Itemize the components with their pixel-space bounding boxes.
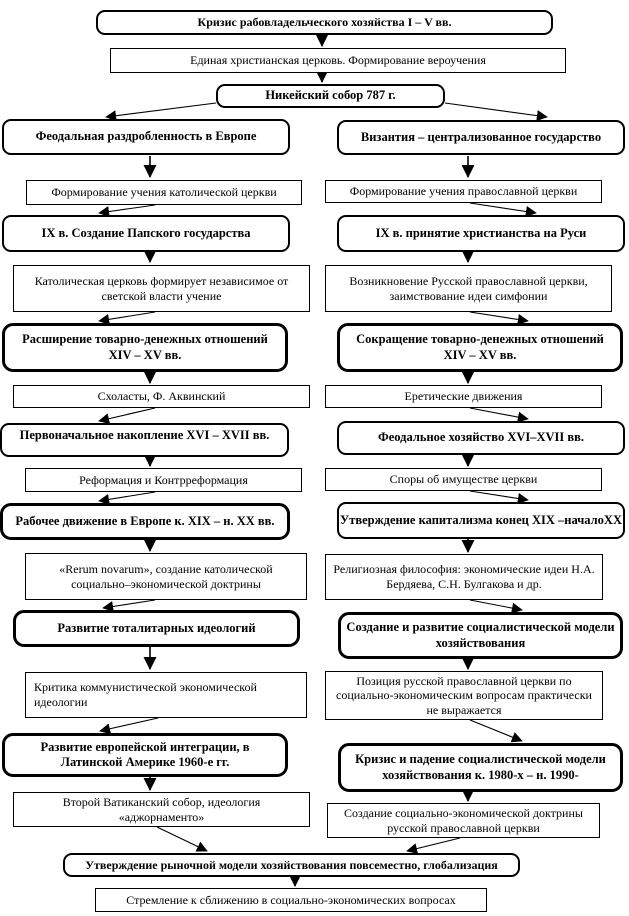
arrow-l6-l7	[98, 407, 156, 425]
flow-node-russian-church-origin: Возникновение Русской православной церкв…	[325, 265, 612, 312]
flow-node-capitalism-establishment: Утверждение капитализма конец XIX –начал…	[337, 502, 625, 539]
flow-node-labor-movement: Рабочее движение в Европе к. XIX – н. XX…	[0, 503, 290, 540]
flow-node-papal-state: IX в. Создание Папского государства	[2, 215, 290, 252]
flow-node-orthodox-social-doctrine: Создание социально-экономической доктрин…	[327, 803, 600, 838]
flow-node-crisis-slavery: Кризис рабовладельческого хозяйства I – …	[96, 10, 553, 35]
flow-node-feudal-economy: Феодальное хозяйство XVI–XVII вв.	[337, 421, 625, 455]
flow-node-european-integration: Развитие европейской интеграции, в Латин…	[2, 733, 288, 777]
flow-node-heretical-movements: Еретические движения	[325, 385, 602, 408]
flow-node-convergence-aspiration: Стремление к сближению в социально-эконо…	[95, 888, 487, 912]
flow-node-totalitarian-ideologies: Развитие тоталитарных идеологий	[13, 610, 300, 647]
arrow-l10-l11	[102, 599, 156, 612]
arrow-r14-b1	[406, 837, 461, 854]
arrow-r4-r5	[469, 311, 529, 325]
arrow-l14-b1	[156, 826, 208, 852]
arrow-l2-l3	[98, 204, 156, 218]
flow-node-byzantium-centralized: Византия – централизованное государство	[337, 120, 625, 155]
arrow-branch-right	[444, 102, 548, 122]
flow-node-commodity-expansion: Расширение товарно-денежных отношений XI…	[2, 323, 288, 372]
flow-node-socialist-model-fall: Кризис и падение социалистической модели…	[338, 743, 623, 792]
flow-node-scholastics: Схоласты, Ф. Аквинский	[13, 385, 310, 408]
arrow-r12-r13	[469, 719, 523, 743]
arrow-r10-r11	[469, 599, 523, 614]
flow-node-primitive-accumulation: Первоначальное накопление XVI – XVII вв.	[0, 423, 289, 457]
arrow-l8-l9	[98, 491, 156, 505]
flow-node-market-model-globalization: Утверждение рыночной модели хозяйствован…	[63, 853, 520, 877]
arrow-r6-r7	[469, 407, 529, 423]
flow-node-orthodox-doctrine-form: Формирование учения православной церкви	[325, 180, 602, 203]
flow-node-communism-critique: Критика коммунистической экономической и…	[25, 672, 307, 718]
flow-node-feudal-fragmentation: Феодальная раздробленность в Европе	[2, 119, 290, 155]
flow-node-commodity-reduction: Сокращение товарно-денежных отношений XI…	[337, 323, 623, 372]
arrow-l4-l5	[98, 311, 156, 325]
flow-node-religious-philosophy: Религиозная философия: экономические иде…	[325, 554, 603, 600]
flow-node-reformation: Реформация и Контрреформация	[25, 468, 302, 492]
flow-node-vatican-ii: Второй Ватиканский собор, идеология «адж…	[13, 792, 310, 827]
flow-node-church-property-disputes: Споры об имуществе церкви	[325, 468, 602, 491]
arrow-r2-r3	[469, 202, 537, 217]
flow-node-socialist-model: Создание и развитие социалистической мод…	[338, 612, 623, 659]
flow-node-church-independent: Католическая церковь формирует независим…	[13, 265, 310, 312]
flow-node-church-position-absent: Позиция русской православной церкви по с…	[325, 671, 603, 720]
flow-node-rerum-novarum: «Rerum novarum», создание католической с…	[25, 553, 307, 600]
arrow-l12-l13	[99, 717, 159, 735]
flow-node-nicaea-council: Никейский собор 787 г.	[216, 84, 445, 108]
flow-node-christianization-rus: IX в. принятие христианства на Руси	[337, 215, 625, 252]
arrow-r8-r9	[469, 490, 529, 504]
arrow-branch-left	[105, 102, 217, 122]
flow-node-catholic-doctrine-form: Формирование учения католической церкви	[26, 180, 302, 205]
flow-node-unified-church: Единая христианская церковь. Формировани…	[110, 48, 566, 73]
